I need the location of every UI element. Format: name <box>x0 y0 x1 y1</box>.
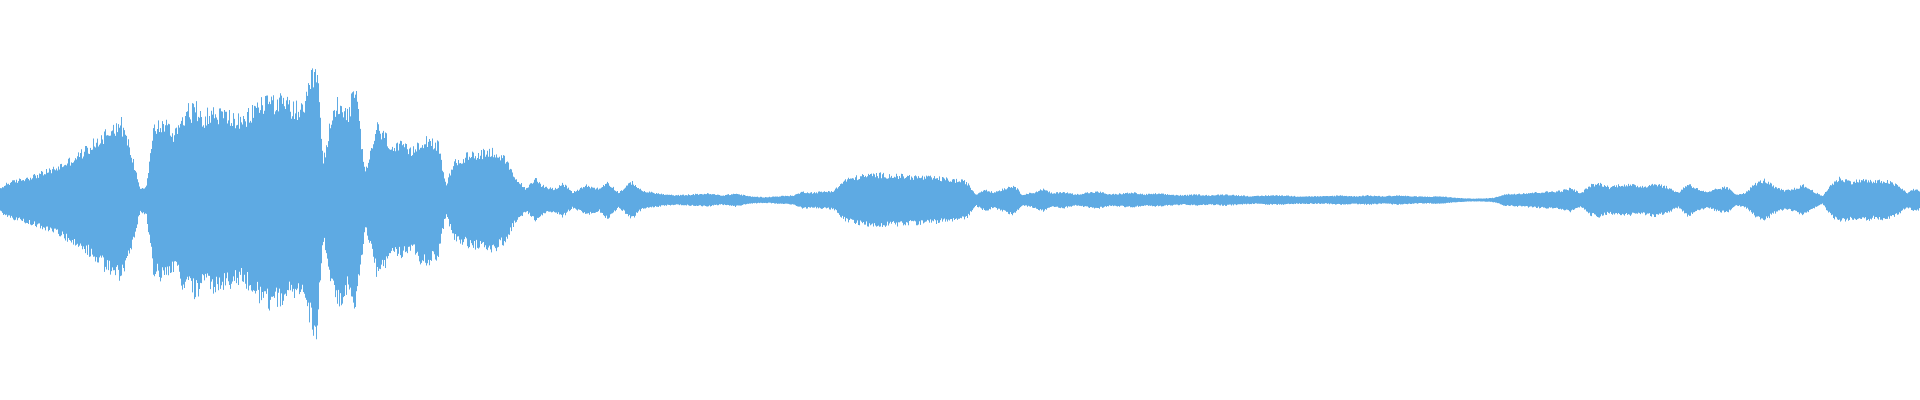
waveform-bars <box>0 68 1920 340</box>
